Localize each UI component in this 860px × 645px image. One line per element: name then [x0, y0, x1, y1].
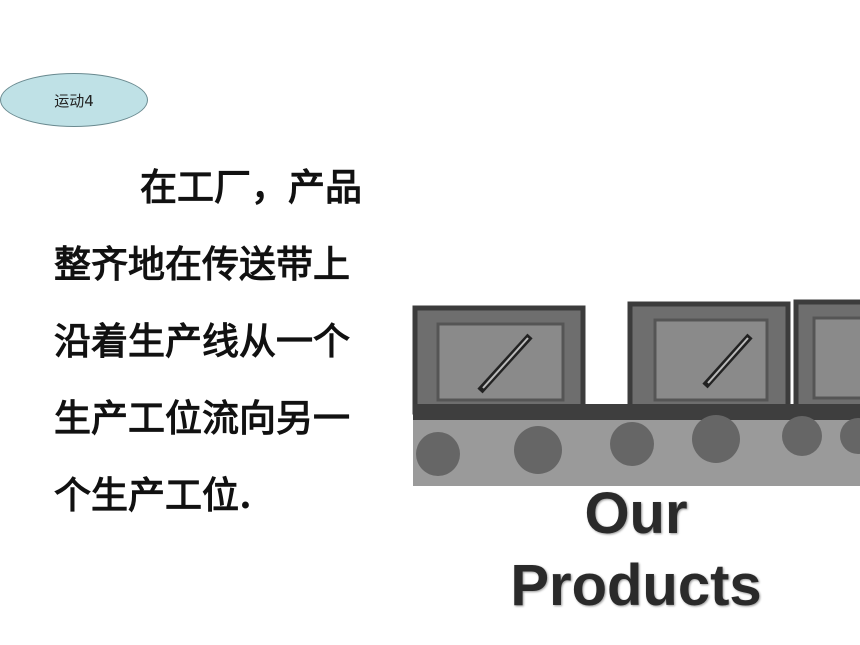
conveyor-belt-graphic — [412, 299, 860, 486]
belt-roller — [782, 416, 822, 456]
caption-line-1: Our — [584, 481, 688, 546]
product-box — [627, 301, 791, 415]
paragraph-line: 在工厂，产品 — [140, 165, 362, 209]
belt-edge — [413, 404, 860, 424]
slide-badge: 运动4 — [0, 73, 148, 127]
product-box — [793, 299, 860, 415]
belt-roller — [514, 426, 562, 474]
belt-roller — [416, 432, 460, 476]
product-box — [412, 305, 586, 415]
belt-roller — [692, 415, 740, 463]
paragraph-line: 沿着生产线从一个 — [54, 319, 350, 363]
belt-roller — [610, 422, 654, 466]
paragraph-line: 个生产工位. — [54, 473, 252, 517]
paragraph-line: 整齐地在传送带上 — [54, 242, 350, 286]
caption-line-2: Products — [510, 553, 762, 618]
belt-roller — [840, 418, 860, 454]
badge-label: 运动4 — [54, 91, 94, 110]
description-paragraph: 在工厂，产品 整齐地在传送带上 沿着生产线从一个 生产工位流向另一 个生产工位. — [54, 157, 404, 542]
paragraph-line: 生产工位流向另一 — [54, 396, 350, 440]
